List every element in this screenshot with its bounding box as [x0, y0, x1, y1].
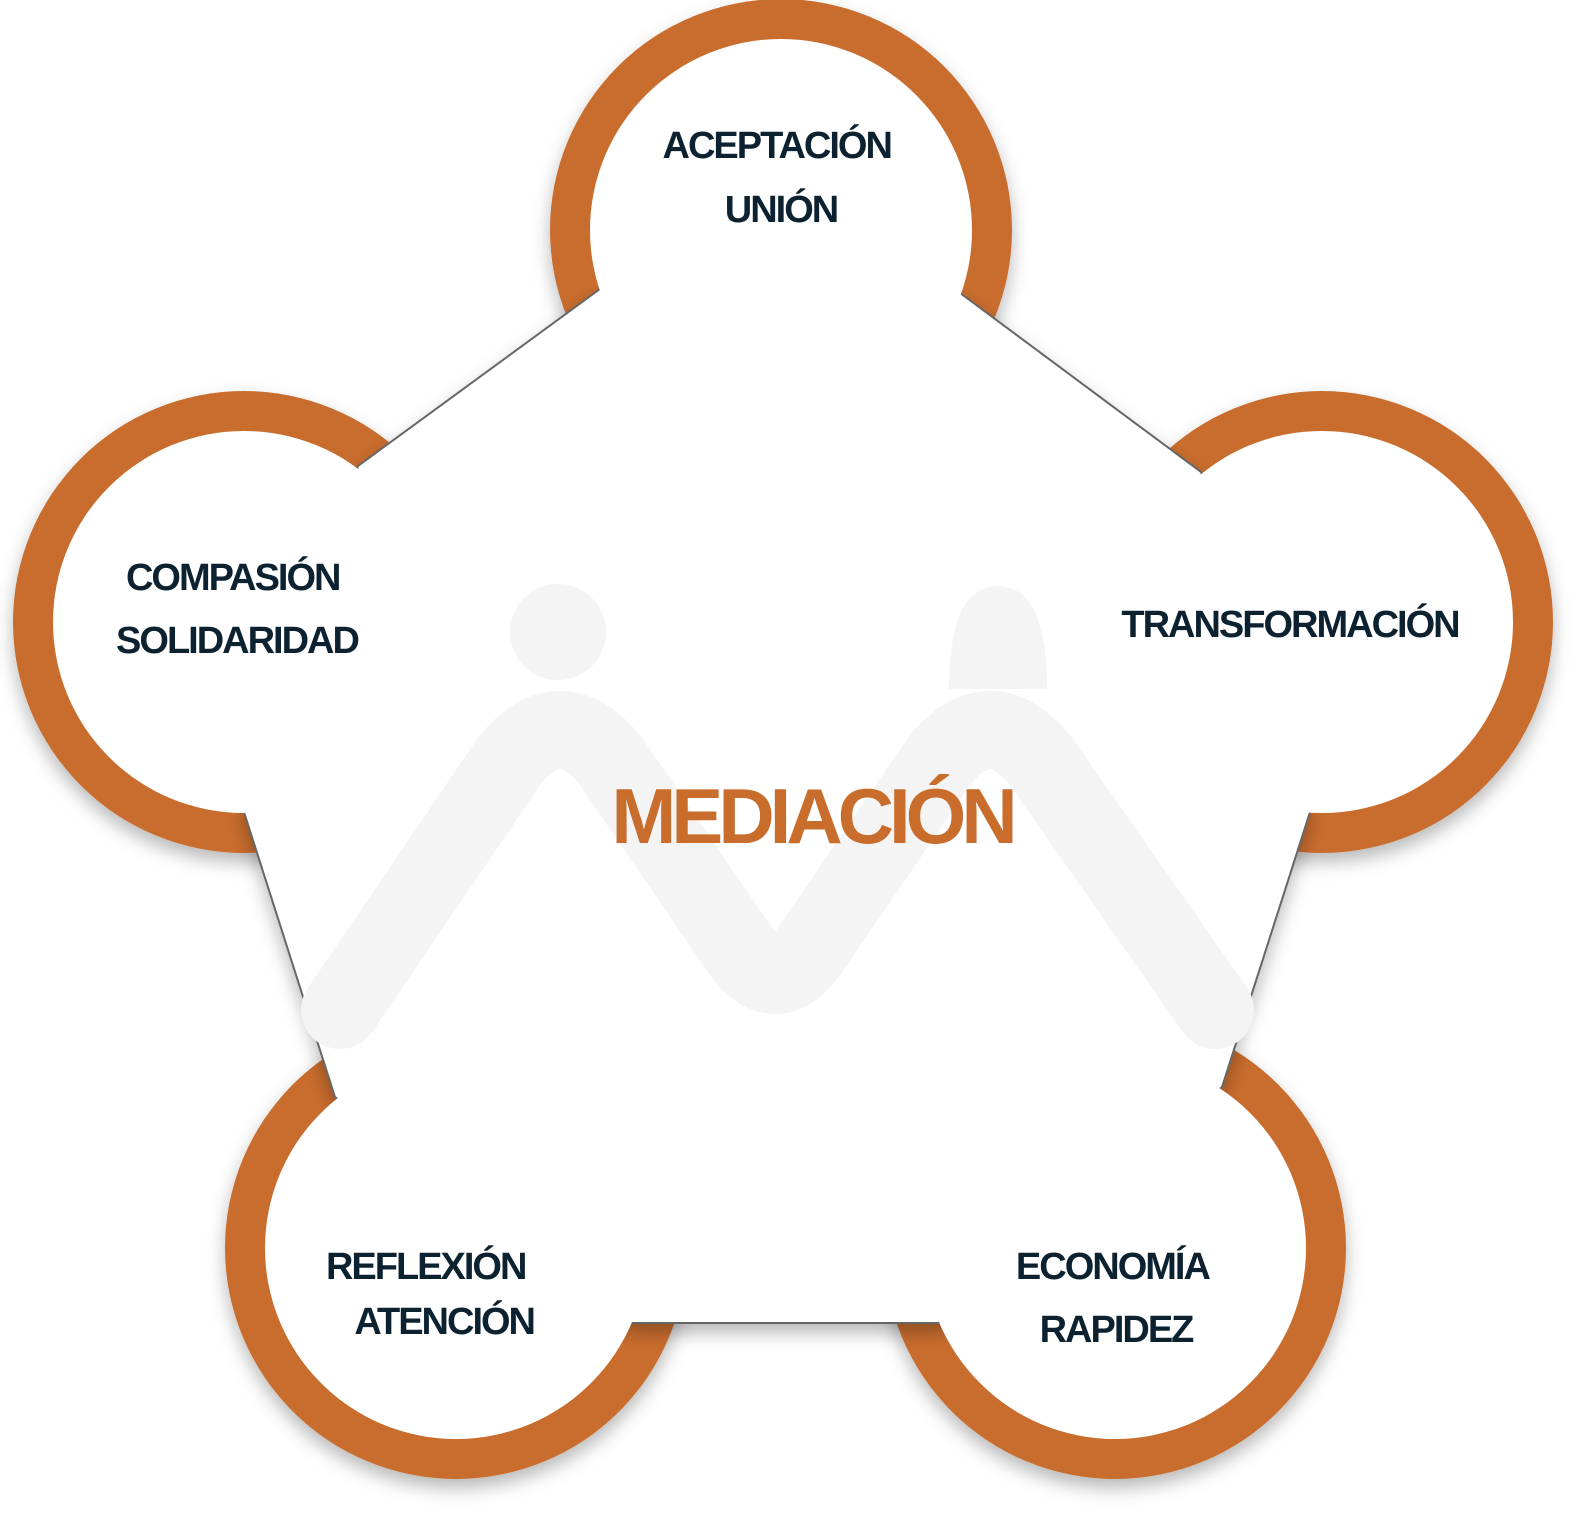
node-left-line-2: SOLIDARIDAD — [116, 620, 358, 662]
node-bottom-right-line-2: RAPIDEZ — [1040, 1309, 1195, 1351]
node-right-line-1: TRANSFORMACIÓN — [1121, 602, 1458, 646]
node-top-line-2: UNIÓN — [725, 187, 837, 231]
node-bottom-right-label: ECONOMÍA RAPIDEZ — [1016, 1244, 1216, 1351]
node-top-label: ACEPTACIÓN UNIÓN — [663, 123, 900, 231]
node-bottom-left-line-2: ATENCIÓN — [354, 1299, 534, 1343]
pentagon-fill — [247, 291, 1306, 1320]
node-left-label: COMPASIÓN SOLIDARIDAD — [116, 555, 358, 662]
node-bottom-left-label: REFLEXIÓN ATENCIÓN — [326, 1244, 534, 1343]
two-people-logo-icon — [301, 584, 1254, 1049]
node-right-label: TRANSFORMACIÓN — [1121, 602, 1458, 646]
node-bottom-left-line-1: REFLEXIÓN — [326, 1244, 525, 1288]
node-left-line-1: COMPASIÓN — [126, 555, 340, 599]
center-title: MEDIACIÓN — [611, 772, 1013, 860]
node-top-line-1: ACEPTACIÓN — [663, 123, 891, 167]
node-bottom-right-line-1: ECONOMÍA — [1016, 1244, 1211, 1288]
